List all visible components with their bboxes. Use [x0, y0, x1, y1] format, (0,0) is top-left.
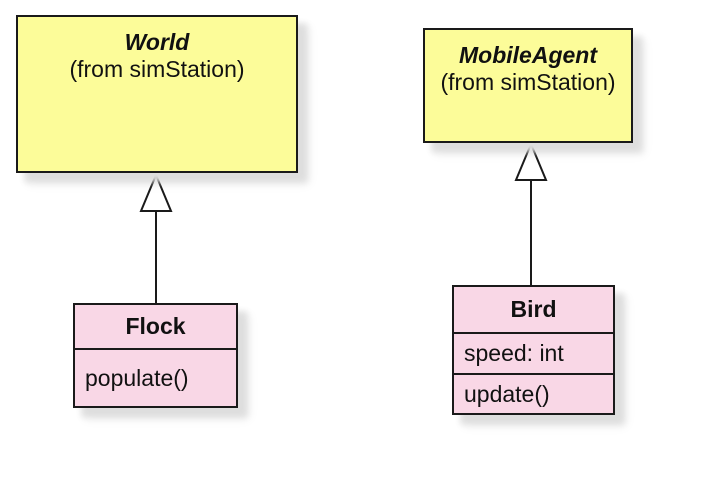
- class-bird-name: Bird: [510, 296, 557, 322]
- class-mobileagent-package-note: (from simStation): [440, 69, 616, 95]
- class-flock-methods-compartment: populate(): [75, 348, 236, 406]
- class-mobileagent-header: MobileAgent (from simStation): [425, 30, 631, 96]
- class-world-header: World (from simStation): [18, 17, 296, 83]
- class-world-name: World: [124, 29, 190, 55]
- generalization-arrowhead-flock-world: [139, 173, 173, 212]
- class-box-world: World (from simStation): [16, 15, 298, 173]
- class-box-mobileagent: MobileAgent (from simStation): [423, 28, 633, 143]
- generalization-arrowhead-bird-mobileagent: [514, 142, 548, 181]
- class-bird-attributes-compartment: speed: int: [454, 332, 613, 373]
- class-bird-method: update(): [464, 380, 550, 407]
- class-world-package-note: (from simStation): [69, 56, 245, 82]
- class-bird-methods-compartment: update(): [454, 373, 613, 413]
- class-flock-title-compartment: Flock: [75, 305, 236, 348]
- class-mobileagent-name: MobileAgent: [459, 42, 597, 68]
- class-flock-method: populate(): [85, 364, 189, 391]
- class-box-bird: Bird speed: int update(): [452, 285, 615, 415]
- class-flock-name: Flock: [125, 313, 186, 339]
- class-bird-attribute: speed: int: [464, 340, 564, 366]
- generalization-line-bird-mobileagent: [530, 180, 532, 286]
- class-bird-title-compartment: Bird: [454, 287, 613, 332]
- class-box-flock: Flock populate(): [73, 303, 238, 408]
- generalization-line-flock-world: [155, 211, 157, 304]
